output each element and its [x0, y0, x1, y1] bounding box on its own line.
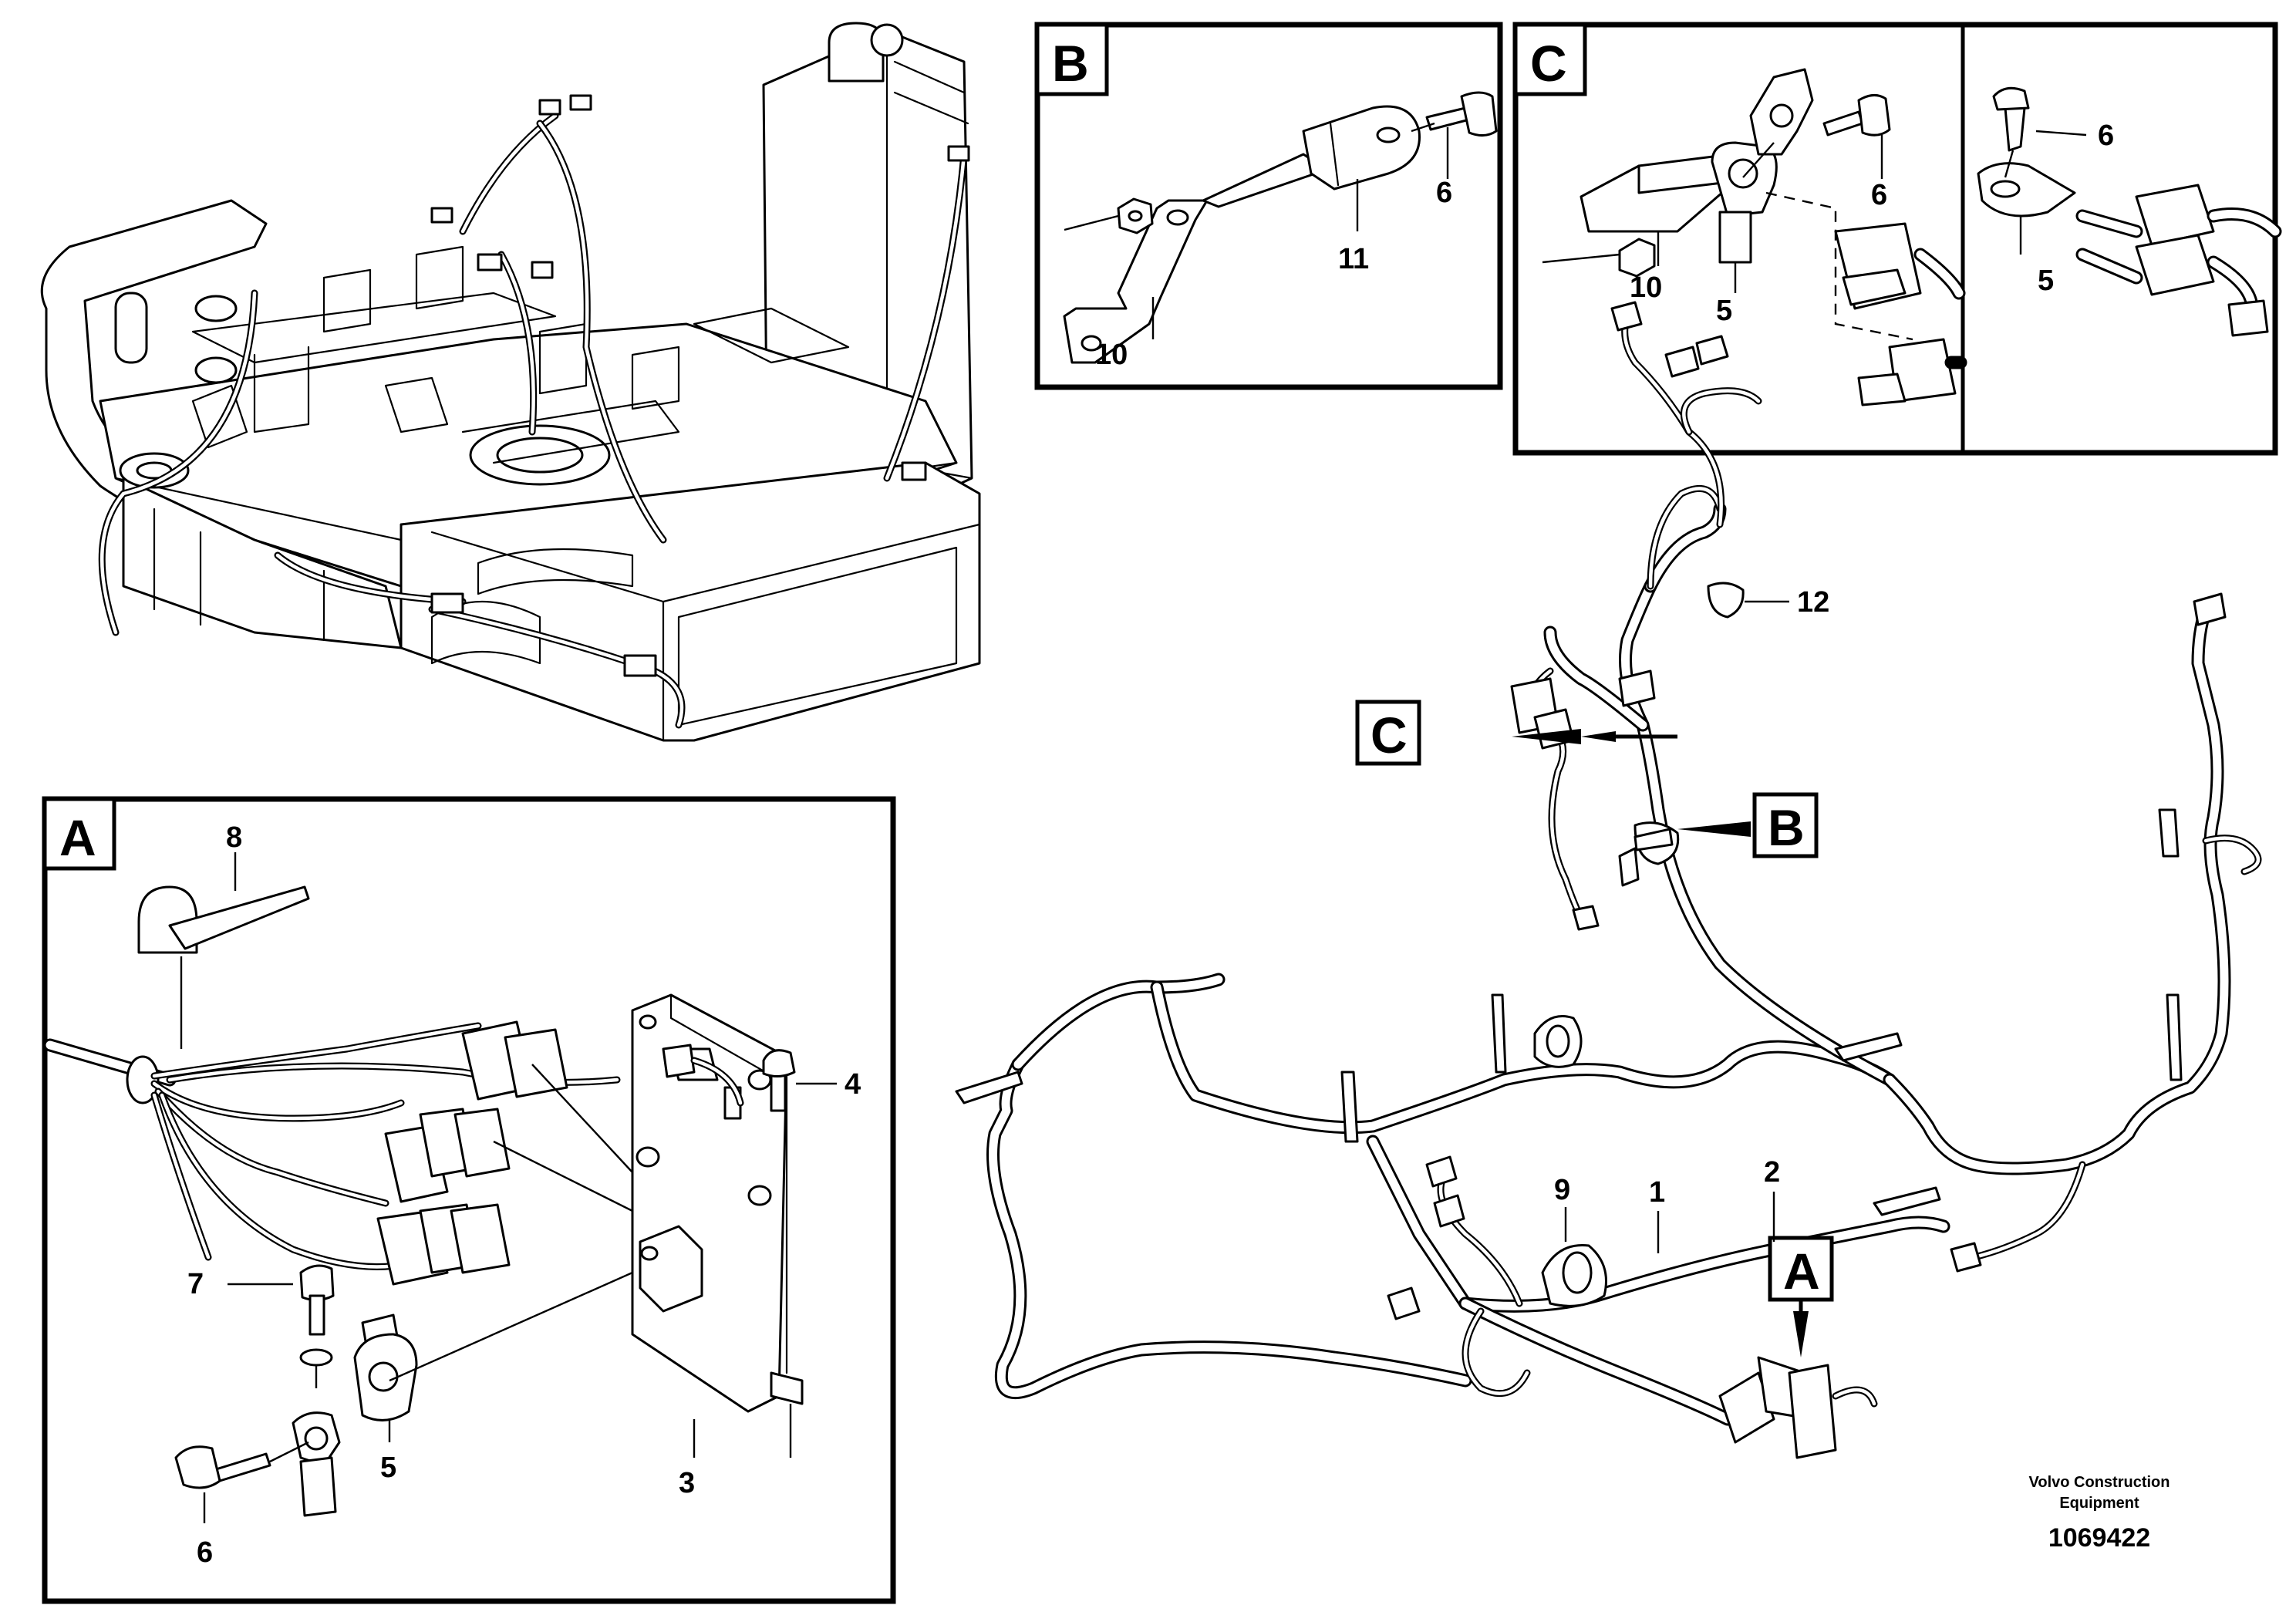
detail-a-callout-6: 6	[197, 1536, 213, 1569]
detail-b-callout-10: 10	[1095, 339, 1128, 371]
credit-block: Volvo Construction Equipment 1069422	[2029, 1474, 2170, 1553]
detail-a-letter: A	[59, 809, 96, 866]
detail-c-callout-5b: 5	[2038, 265, 2054, 297]
credit-line-1: Volvo Construction	[2029, 1474, 2170, 1491]
pointer-label-a: A	[1783, 1243, 1820, 1300]
detail-a-callout-8: 8	[226, 821, 242, 854]
detail-a-callout-4: 4	[845, 1068, 861, 1101]
main-callout-9: 9	[1554, 1174, 1570, 1206]
main-harness-view: 12	[955, 301, 2262, 1459]
detail-c-letter: C	[1530, 35, 1567, 92]
detail-b-callout-6: 6	[1436, 177, 1452, 209]
detail-c: C 6 10 5	[1512, 22, 2282, 456]
main-callout-2: 2	[1764, 1156, 1780, 1189]
pointer-label-b: B	[1768, 799, 1805, 856]
main-callout-12: 12	[1797, 586, 1829, 619]
pointer-label-c: C	[1371, 706, 1408, 764]
detail-c-callout-6a: 6	[1871, 179, 1887, 211]
detail-a: A 8	[42, 796, 896, 1604]
detail-c-callout-10: 10	[1630, 271, 1662, 304]
detail-c-callout-6b: 6	[2098, 120, 2114, 152]
detail-a-callout-3: 3	[679, 1467, 695, 1499]
detail-a-callout-7: 7	[187, 1268, 204, 1300]
main-callout-1: 1	[1649, 1176, 1665, 1209]
detail-b-letter: B	[1052, 35, 1089, 92]
detail-b: B 6 11 10	[1034, 22, 1503, 390]
detail-a-callout-5: 5	[380, 1452, 396, 1484]
credit-line-2: Equipment	[2059, 1495, 2139, 1512]
detail-c-callout-5a: 5	[1716, 295, 1732, 327]
detail-b-callout-11: 11	[1338, 243, 1369, 275]
upper-frame-illustration	[40, 22, 981, 742]
drawing-number: 1069422	[2048, 1523, 2150, 1553]
